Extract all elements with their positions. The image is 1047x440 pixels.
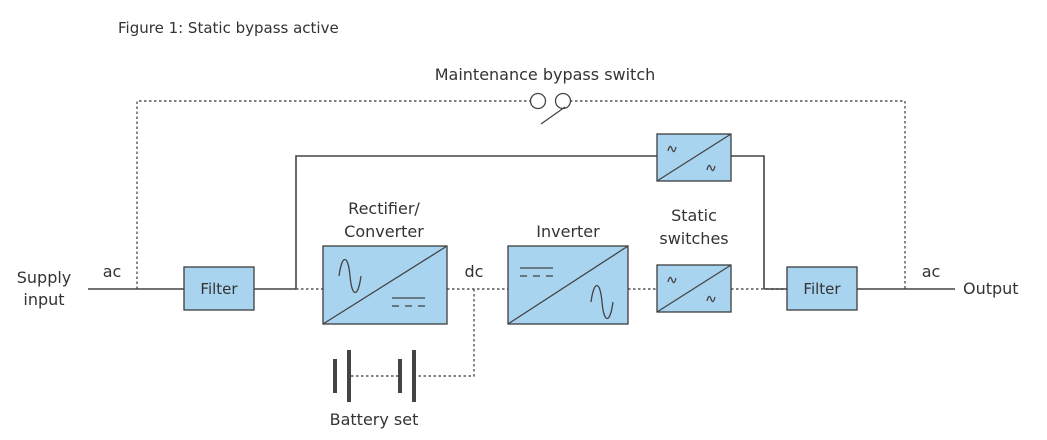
static-switches-label-1: Static: [671, 206, 717, 225]
output-filter-label: Filter: [803, 280, 841, 298]
static-bypass-block: [656, 133, 732, 182]
figure-caption: Figure 1: Static bypass active: [118, 19, 339, 37]
rectifier-converter-block: [322, 245, 448, 325]
supply-input-label-1: Supply: [17, 268, 72, 287]
dc-to-battery-line: [414, 289, 475, 377]
static-bypass-line-in: [295, 155, 657, 289]
output-label: Output: [963, 279, 1019, 298]
inverter-label: Inverter: [536, 222, 600, 241]
ac-input-label: ac: [103, 262, 122, 281]
battery-set-label: Battery set: [330, 410, 419, 429]
static-switches-block: [656, 264, 732, 313]
rectifier-label-2: Converter: [344, 222, 424, 241]
battery-set-icon: [333, 350, 416, 402]
supply-input-label-2: input: [23, 290, 64, 309]
static-switches-label-2: switches: [659, 229, 728, 248]
input-filter-block: [183, 266, 255, 311]
maintenance-bypass-switch-icon: [529, 92, 572, 125]
rectifier-label-1: Rectifier/: [348, 199, 420, 218]
output-filter-block: [786, 266, 858, 311]
maintenance-bypass-line-left: [136, 100, 530, 289]
maintenance-bypass-line-right: [570, 100, 906, 289]
maintenance-bypass-label: Maintenance bypass switch: [435, 65, 656, 84]
ac-output-label: ac: [922, 262, 941, 281]
dc-label: dc: [465, 262, 484, 281]
inverter-block: [507, 245, 629, 325]
static-bypass-line-out: [731, 155, 765, 289]
input-filter-label: Filter: [200, 280, 238, 298]
